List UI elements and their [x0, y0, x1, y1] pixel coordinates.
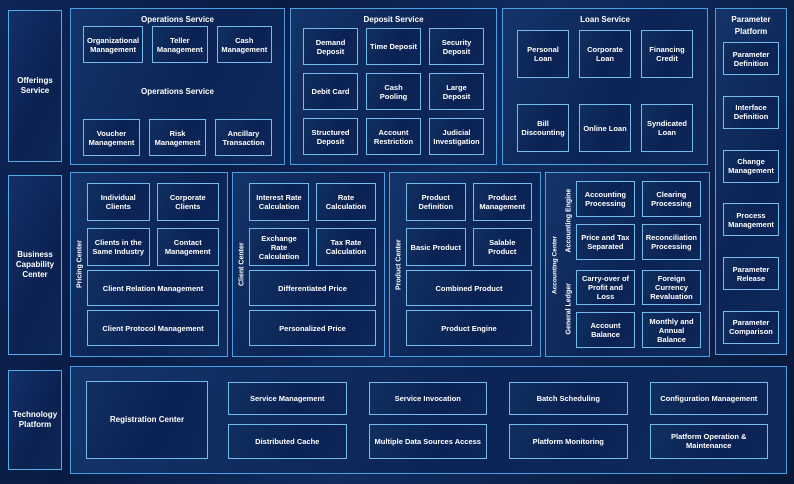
- box-exchange-rate-calculation: Exchange Rate Calculation: [249, 228, 309, 266]
- box-corporate-loan: Corporate Loan: [579, 30, 631, 78]
- box-ancillary-transaction: Ancillary Transaction: [215, 119, 272, 156]
- box-platform-monitoring: Platform Monitoring: [509, 423, 628, 459]
- panel-accounting-center: Accounting Center Accounting Engine Acco…: [545, 172, 710, 357]
- box-teller-management: Teller Management: [152, 26, 208, 63]
- box-syndicated-loan: Syndicated Loan: [641, 104, 693, 152]
- panel-operations-service: Operations Service Organizational Manage…: [70, 8, 285, 165]
- box-interest-rate-calculation: Interest Rate Calculation: [249, 183, 309, 221]
- product-center-vertical-label: Product Center: [395, 239, 403, 290]
- box-change-management: Change Management: [723, 149, 779, 183]
- box-voucher-management: Voucher Management: [83, 119, 140, 156]
- box-multiple-data-sources-access: Multiple Data Sources Access: [368, 423, 487, 459]
- parameter-platform-title-line1: Parameter: [731, 15, 771, 24]
- pricing-center-vertical-label: Pricing Center: [76, 240, 84, 289]
- box-product-definition: Product Definition: [406, 183, 466, 221]
- panel-product-center: Product Center Product Definition Produc…: [389, 172, 541, 357]
- business-capability-center-label: Business Capability Center: [8, 175, 62, 355]
- box-structured-deposit: Structured Deposit: [303, 118, 358, 155]
- box-product-management: Product Management: [472, 183, 532, 221]
- box-debit-card: Debit Card: [303, 73, 358, 110]
- box-account-restriction: Account Restriction: [366, 118, 421, 155]
- accounting-center-vertical-label: Accounting Center: [551, 235, 559, 294]
- box-online-loan: Online Loan: [579, 104, 631, 152]
- client-center-vertical-label: Client Center: [238, 242, 246, 287]
- box-judicial-investigation: Judicial Investigation: [429, 118, 484, 155]
- box-foreign-currency-revaluation: Foreign Currency Revaluation: [642, 269, 701, 306]
- box-personalized-price: Personalized Price: [249, 310, 376, 346]
- panel-loan-service: Loan Service Personal Loan Corporate Loa…: [502, 8, 708, 165]
- box-batch-scheduling: Batch Scheduling: [509, 381, 628, 415]
- box-organizational-management: Organizational Management: [83, 26, 144, 63]
- panel-pricing-center: Pricing Center Individual Clients Corpor…: [70, 172, 228, 357]
- box-cash-pooling: Cash Pooling: [366, 73, 421, 110]
- general-ledger-vertical-label: General Ledger: [565, 283, 573, 335]
- box-account-balance: Account Balance: [576, 312, 635, 348]
- box-carry-over-profit-loss: Carry-over of Profit and Loss: [576, 269, 635, 306]
- box-personal-loan: Personal Loan: [517, 30, 569, 78]
- box-individual-clients: Individual Clients: [87, 183, 150, 221]
- box-interface-definition: Interface Definition: [723, 95, 779, 129]
- box-platform-operation-maintenance: Platform Operation & Maintenance: [649, 423, 768, 459]
- panel-technology-platform: Registration Center Service Management S…: [70, 366, 787, 474]
- deposit-service-title: Deposit Service: [363, 15, 424, 24]
- box-registration-center: Registration Center: [86, 381, 208, 459]
- box-corporate-clients: Corporate Clients: [156, 183, 219, 221]
- box-tax-rate-calculation: Tax Rate Calculation: [316, 228, 376, 266]
- box-configuration-management: Configuration Management: [649, 381, 768, 415]
- box-contact-management: Contact Management: [156, 228, 219, 266]
- box-combined-product: Combined Product: [406, 270, 532, 306]
- box-large-deposit: Large Deposit: [429, 73, 484, 110]
- operations-service-mid-title: Operations Service: [141, 86, 214, 96]
- box-client-protocol-management: Client Protocol Management: [87, 310, 219, 346]
- box-financing-credit: Financing Credit: [641, 30, 693, 78]
- box-bill-discounting: Bill Discounting: [517, 104, 569, 152]
- accounting-engine-vertical-label: Accounting Engine: [565, 188, 573, 253]
- box-service-invocation: Service Invocation: [368, 381, 487, 415]
- panel-parameter-platform: Parameter Platform Parameter Definition …: [715, 8, 787, 355]
- box-parameter-release: Parameter Release: [723, 257, 779, 291]
- box-basic-product: Basic Product: [406, 228, 466, 266]
- box-product-engine: Product Engine: [406, 310, 532, 346]
- panel-client-center: Client Center Interest Rate Calculation …: [232, 172, 385, 357]
- box-risk-management: Risk Management: [149, 119, 206, 156]
- loan-service-title: Loan Service: [580, 15, 630, 24]
- box-clients-in-same-industry: Clients in the Same Industry: [87, 228, 150, 266]
- box-rate-calculation: Rate Calculation: [316, 183, 376, 221]
- box-time-deposit: Time Deposit: [366, 28, 421, 65]
- box-process-management: Process Management: [723, 203, 779, 237]
- box-distributed-cache: Distributed Cache: [228, 423, 347, 459]
- operations-service-title: Operations Service: [141, 15, 214, 24]
- box-service-management: Service Management: [228, 381, 347, 415]
- box-cash-management: Cash Management: [216, 26, 272, 63]
- box-parameter-comparison: Parameter Comparison: [723, 310, 779, 344]
- offerings-service-label: Offerings Service: [8, 10, 62, 162]
- box-reconciliation-processing: Reconciliation Processing: [641, 223, 701, 260]
- panel-deposit-service: Deposit Service Demand Deposit Time Depo…: [290, 8, 497, 165]
- box-price-and-tax-separated: Price and Tax Separated: [576, 223, 635, 260]
- box-monthly-annual-balance: Monthly and Annual Balance: [642, 312, 701, 348]
- box-accounting-processing: Accounting Processing: [576, 181, 635, 217]
- box-clearing-processing: Clearing Processing: [641, 181, 701, 217]
- technology-platform-label: Technology Platform: [8, 370, 62, 470]
- parameter-platform-title-line2: Platform: [734, 27, 768, 36]
- box-parameter-definition: Parameter Definition: [723, 42, 779, 75]
- box-differentiated-price: Differentiated Price: [249, 270, 376, 306]
- box-demand-deposit: Demand Deposit: [303, 28, 358, 65]
- box-client-relation-management: Client Relation Management: [87, 270, 219, 306]
- box-salable-product: Salable Product: [472, 228, 532, 266]
- box-security-deposit: Security Deposit: [429, 28, 484, 65]
